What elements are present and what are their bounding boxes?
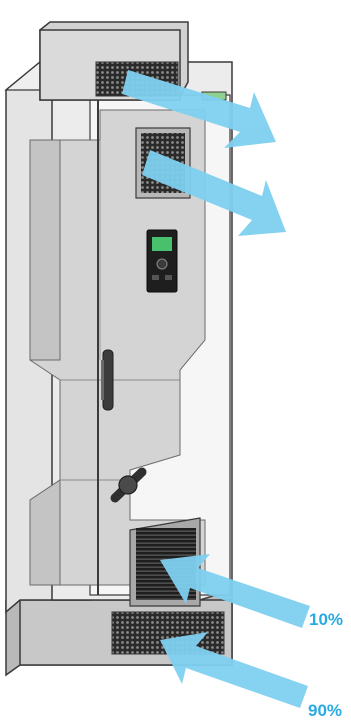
door-handle	[101, 350, 113, 410]
keypad-terminal	[147, 230, 177, 292]
airflow-arrow-bottom-inlet	[160, 632, 308, 708]
lower-inlet-percentage-label: 10%	[309, 611, 343, 628]
terminal-display	[152, 237, 172, 251]
bottom-inlet-percentage-label: 90%	[308, 702, 342, 719]
